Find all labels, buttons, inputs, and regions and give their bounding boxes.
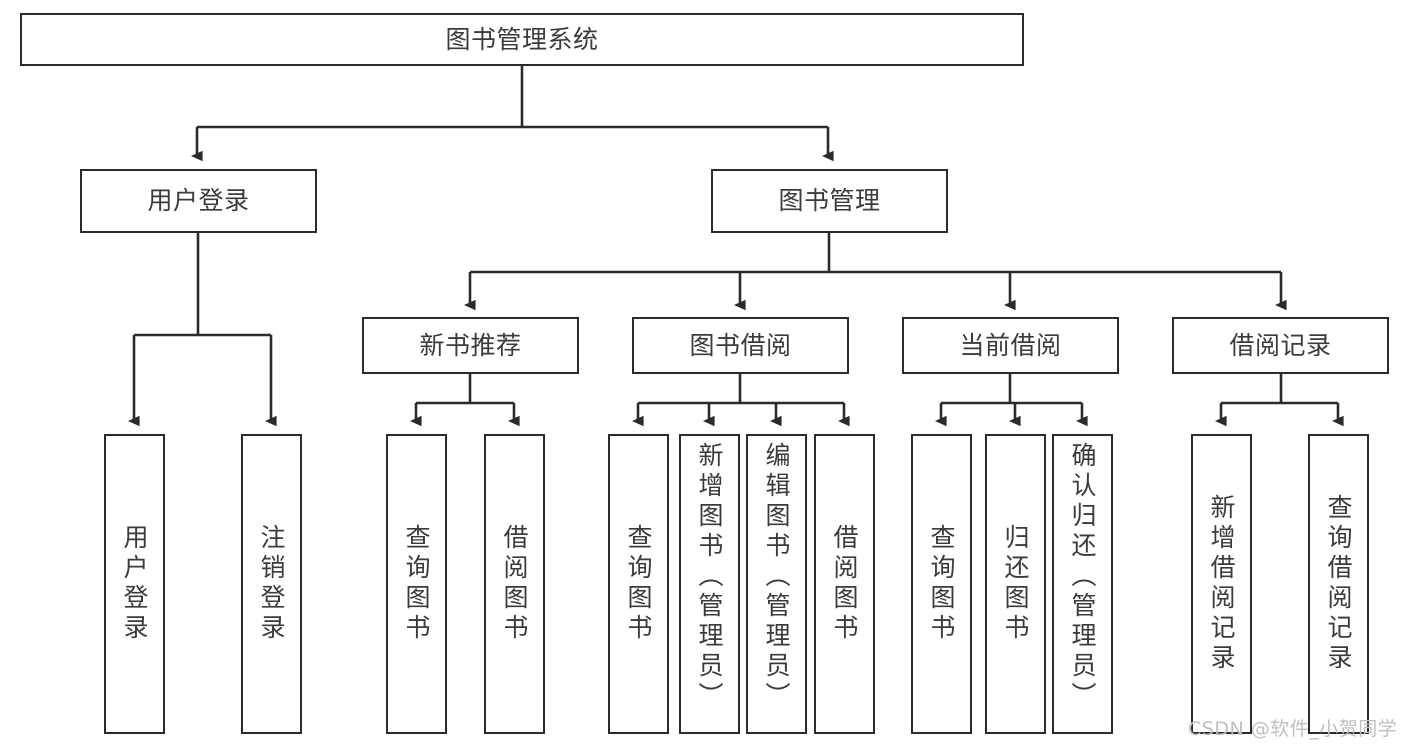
node-new-book-recommendation[interactable]: 新书推荐	[362, 317, 579, 374]
node-current-borrowing[interactable]: 当前借阅	[902, 317, 1119, 374]
node-label: 编辑图书（管理员）	[762, 442, 791, 712]
leaf-add-borrow-record[interactable]: 新增借阅记录	[1191, 434, 1252, 734]
leaf-user-login[interactable]: 用户登录	[104, 434, 165, 734]
leaf-confirm-return-admin[interactable]: 确认归还（管理员）	[1052, 434, 1113, 734]
node-label: 用户登录	[120, 524, 149, 644]
node-book-management[interactable]: 图书管理	[711, 169, 948, 233]
leaf-query-book-current[interactable]: 查询图书	[911, 434, 972, 734]
node-label: 新书推荐	[419, 330, 522, 360]
leaf-add-book-admin[interactable]: 新增图书（管理员）	[679, 434, 740, 734]
leaf-return-book[interactable]: 归还图书	[985, 434, 1046, 734]
node-label: 归还图书	[1001, 524, 1030, 644]
node-label: 当前借阅	[959, 330, 1062, 360]
node-label: 查询图书	[927, 524, 956, 644]
csdn-watermark: CSDN @软件_小贺同学	[1188, 718, 1398, 740]
node-label: 图书借阅	[689, 330, 792, 360]
node-label: 新增借阅记录	[1207, 494, 1236, 674]
leaf-borrow-book[interactable]: 借阅图书	[814, 434, 875, 734]
node-label: 图书管理系统	[445, 24, 599, 54]
node-label: 查询图书	[624, 524, 653, 644]
node-label: 借阅记录	[1229, 330, 1332, 360]
node-label: 确认归还（管理员）	[1068, 442, 1097, 712]
leaf-borrow-book-recommend[interactable]: 借阅图书	[484, 434, 545, 734]
node-label: 新增图书（管理员）	[695, 442, 724, 712]
node-book-borrowing[interactable]: 图书借阅	[632, 317, 849, 374]
node-label: 图书管理	[778, 186, 881, 215]
leaf-query-book[interactable]: 查询图书	[608, 434, 669, 734]
node-label: 借阅图书	[500, 524, 529, 644]
node-label: 查询借阅记录	[1324, 494, 1353, 674]
node-label: 借阅图书	[830, 524, 859, 644]
node-book-management-system[interactable]: 图书管理系统	[20, 13, 1024, 66]
node-label: 用户登录	[147, 186, 250, 215]
node-label: 查询图书	[402, 524, 431, 644]
node-user-login[interactable]: 用户登录	[80, 169, 317, 233]
leaf-query-book-recommend[interactable]: 查询图书	[386, 434, 447, 734]
leaf-query-borrow-record[interactable]: 查询借阅记录	[1308, 434, 1369, 734]
node-borrowing-record[interactable]: 借阅记录	[1172, 317, 1389, 374]
node-label: 注销登录	[257, 524, 286, 644]
leaf-logout[interactable]: 注销登录	[241, 434, 302, 734]
leaf-edit-book-admin[interactable]: 编辑图书（管理员）	[746, 434, 807, 734]
